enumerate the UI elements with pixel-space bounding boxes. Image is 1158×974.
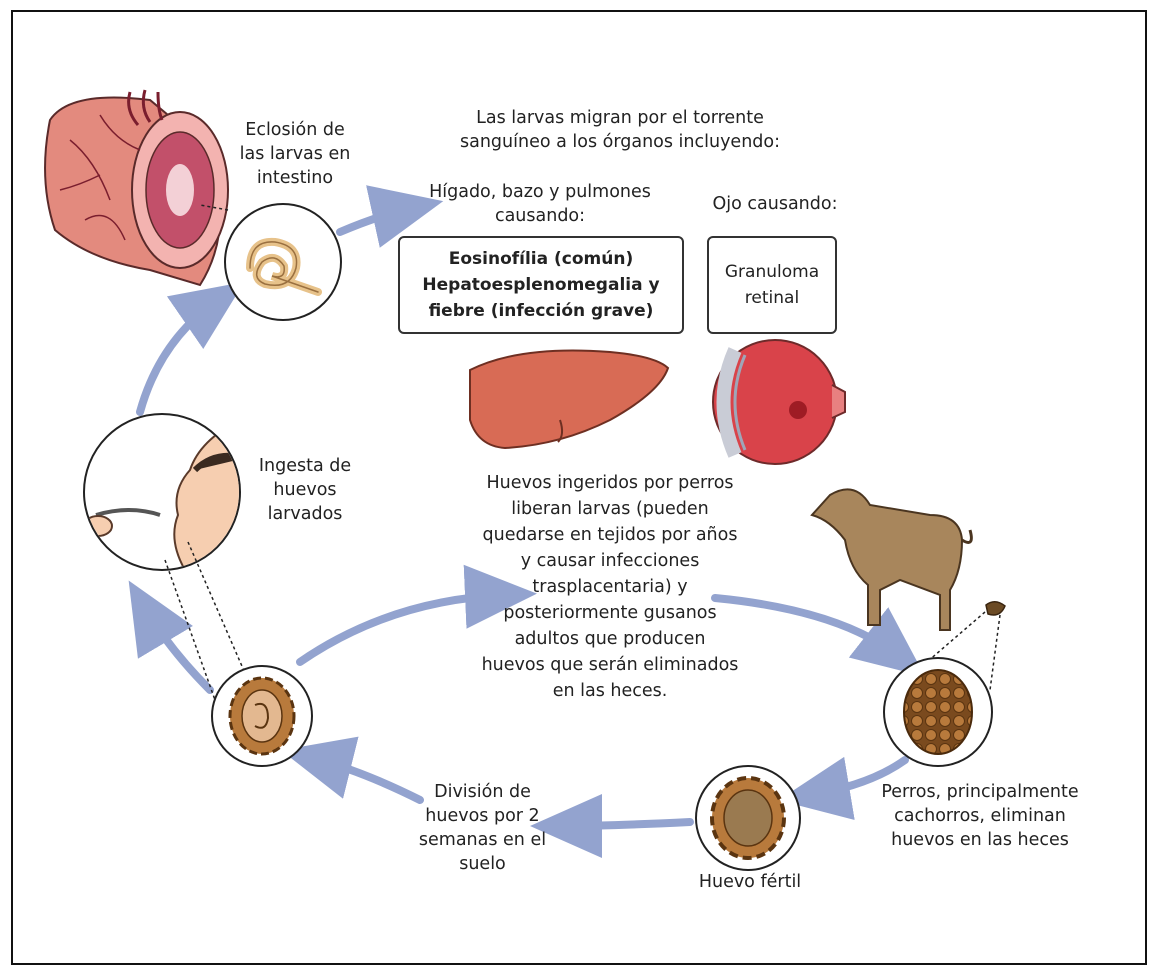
division-line: huevos por 2	[410, 804, 555, 828]
larvated-egg-circle	[212, 666, 312, 766]
ingesta-line: larvados	[245, 502, 365, 526]
dogs-cycle-line: trasplacentaria) y	[450, 574, 770, 600]
eclosion-line: las larvas en	[220, 142, 370, 166]
eye-illustration	[713, 340, 845, 464]
eye-effect-line: retinal	[745, 285, 799, 311]
eclosion-line: intestino	[220, 166, 370, 190]
dogs-cycle-line: quedarse en tejidos por años	[450, 522, 770, 548]
organs-line: causando:	[410, 204, 670, 228]
arrow-ingesta-to-intestine	[140, 300, 218, 412]
dogs-cycle-line: posteriormente gusanos	[450, 600, 770, 626]
liver-illustration	[470, 350, 668, 448]
feces-egg-circle	[884, 658, 992, 766]
organ-effect-line: fiebre (infección grave)	[429, 298, 654, 324]
arrow-division-to-egg	[312, 758, 420, 800]
dogs-cycle-line: en las heces.	[450, 678, 770, 704]
division-line: División de	[410, 780, 555, 804]
eclosion-line: Eclosión de	[220, 118, 370, 142]
division-line: suelo	[410, 852, 555, 876]
ingesta-label: Ingesta de huevos larvados	[245, 454, 365, 526]
dogs-feces-line: cachorros, eliminan	[860, 804, 1100, 828]
arrow-egg-to-ingesta	[145, 608, 210, 690]
eye-effect-box: Granuloma retinal	[707, 236, 837, 334]
division-label: División de huevos por 2 semanas en el s…	[410, 780, 555, 876]
organs-label: Hígado, bazo y pulmones causando:	[410, 180, 670, 228]
eye-effect-line: Granuloma	[725, 259, 819, 285]
dogs-feces-line: huevos en las heces	[860, 828, 1100, 852]
dogs-feces-label: Perros, principalmente cachorros, elimin…	[860, 780, 1100, 852]
organ-effect-line: Eosinofília (común)	[449, 246, 634, 272]
dogs-cycle-line: y causar infecciones	[450, 548, 770, 574]
ingesta-line: Ingesta de	[245, 454, 365, 478]
intestine-illustration	[45, 90, 228, 285]
eclosion-label: Eclosión de las larvas en intestino	[220, 118, 370, 190]
dogs-cycle-label: Huevos ingeridos por perros liberan larv…	[450, 470, 770, 704]
dogs-cycle-line: adultos que producen	[450, 626, 770, 652]
migration-line: Las larvas migran por el torrente	[430, 106, 810, 130]
migration-label: Las larvas migran por el torrente sanguí…	[430, 106, 810, 154]
ingesta-line: huevos	[245, 478, 365, 502]
dogs-feces-line: Perros, principalmente	[860, 780, 1100, 804]
ingestion-circle	[84, 414, 260, 700]
fertile-egg-circle	[696, 766, 800, 870]
eye-label: Ojo causando:	[700, 192, 850, 216]
division-line: semanas en el	[410, 828, 555, 852]
migration-line: sanguíneo a los órganos incluyendo:	[430, 130, 810, 154]
fertile-egg-label: Huevo fértil	[670, 870, 830, 894]
organs-line: Hígado, bazo y pulmones	[410, 180, 670, 204]
dogs-cycle-line: Huevos ingeridos por perros	[450, 470, 770, 496]
dogs-cycle-line: huevos que serán eliminados	[450, 652, 770, 678]
arrow-fertile-egg-to-division	[562, 822, 690, 826]
organ-effect-line: Hepatoesplenomegalia y	[422, 272, 659, 298]
dogs-cycle-line: liberan larvas (pueden	[450, 496, 770, 522]
organ-effects-box: Eosinofília (común) Hepatoesplenomegalia…	[398, 236, 684, 334]
dog-illustration	[812, 489, 1005, 690]
arrow-intestine-to-organs	[340, 208, 412, 232]
